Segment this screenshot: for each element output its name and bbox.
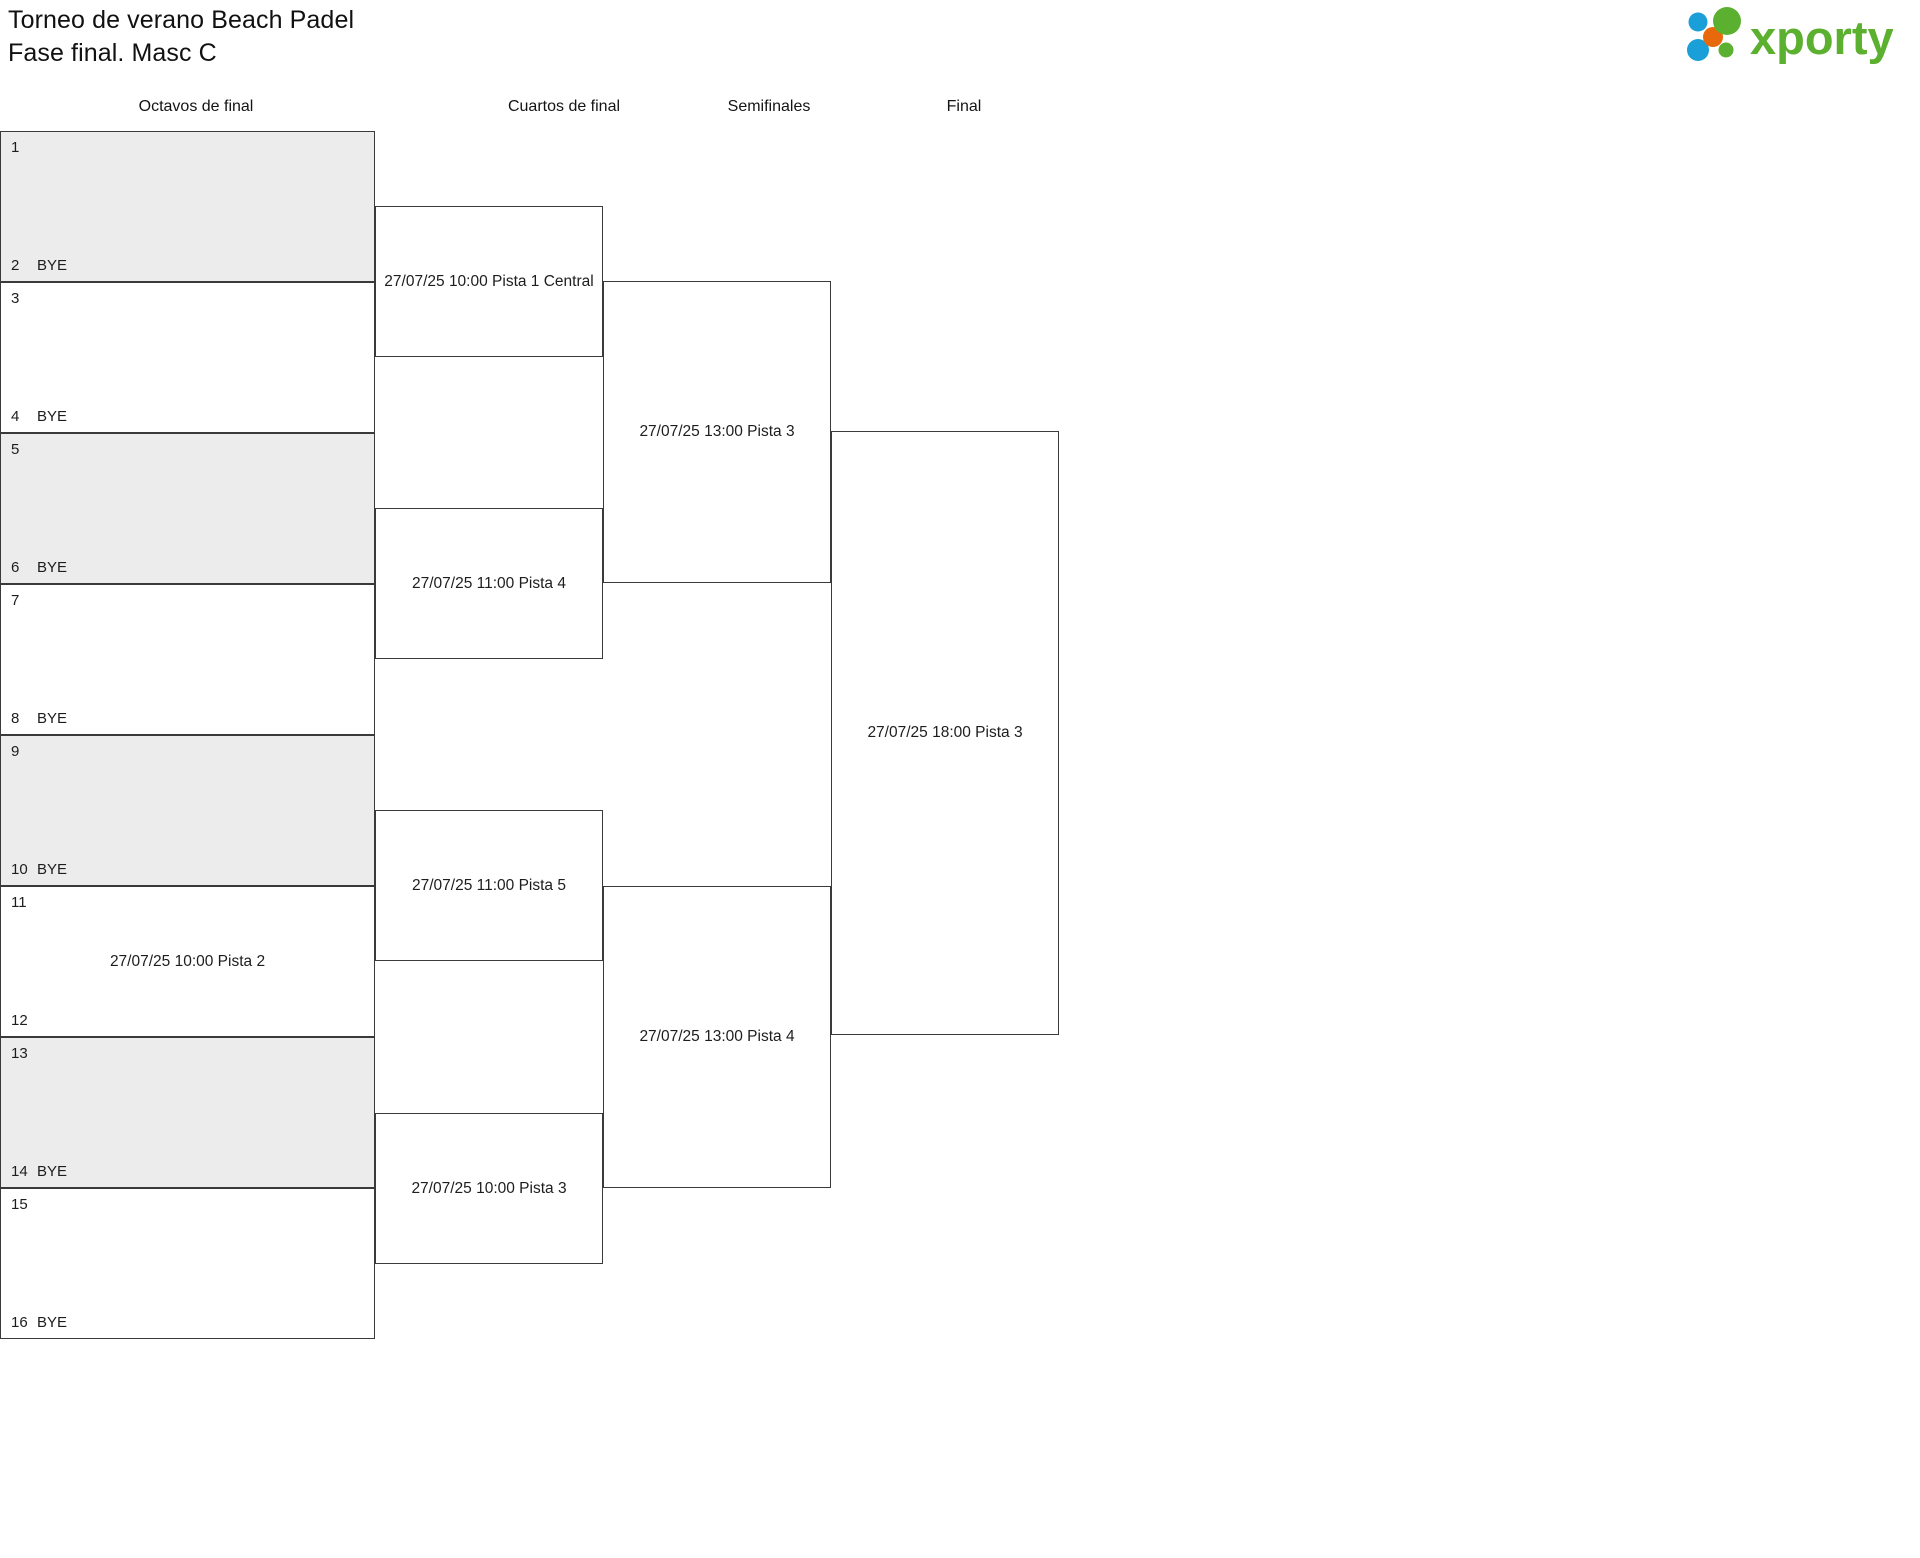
player-name: BYE xyxy=(37,257,68,274)
tournament-phase: Fase final. Masc C xyxy=(8,38,217,67)
page-title: Torneo de verano Beach Padel Fase final.… xyxy=(8,4,354,69)
r16-match-2[interactable]: 3 4 BYE xyxy=(0,282,375,433)
r16-match-5-slot-top: 9 xyxy=(11,743,37,760)
seed-number: 4 xyxy=(11,408,20,425)
qf-match-1-label: 27/07/25 10:00 Pista 1 Central xyxy=(384,272,594,290)
r16-match-8-slot-bottom: 16 BYE xyxy=(11,1314,67,1331)
r16-match-5[interactable]: 9 10 BYE xyxy=(0,735,375,886)
r16-match-5-slot-bottom: 10 BYE xyxy=(11,861,67,878)
r16-match-3-slot-top: 5 xyxy=(11,441,37,458)
qf-match-1[interactable]: 27/07/25 10:00 Pista 1 Central xyxy=(375,206,603,357)
r16-match-6[interactable]: 11 12 27/07/25 10:00 Pista 2 xyxy=(0,886,375,1037)
player-name: BYE xyxy=(37,861,68,878)
r16-match-1-slot-bottom: 2 BYE xyxy=(11,257,67,274)
r16-match-3[interactable]: 5 6 BYE xyxy=(0,433,375,584)
r16-match-8-slot-top: 15 xyxy=(11,1196,37,1213)
player-name: BYE xyxy=(37,1314,68,1331)
seed-number: 6 xyxy=(11,559,20,576)
sf-match-1[interactable]: 27/07/25 13:00 Pista 3 xyxy=(603,281,831,583)
seed-number: 9 xyxy=(11,743,20,760)
seed-number: 12 xyxy=(11,1012,28,1029)
r16-match-1-slot-top: 1 xyxy=(11,139,37,156)
seed-number: 10 xyxy=(11,861,28,878)
seed-number: 11 xyxy=(11,894,27,911)
player-name: BYE xyxy=(37,559,68,576)
sf-match-1-label: 27/07/25 13:00 Pista 3 xyxy=(639,423,795,440)
tournament-name: Torneo de verano Beach Padel xyxy=(8,6,355,34)
r16-match-4-slot-top: 7 xyxy=(11,592,37,609)
seed-number: 13 xyxy=(11,1045,28,1062)
player-name: BYE xyxy=(37,1163,68,1180)
player-name: BYE xyxy=(37,408,68,425)
r16-match-7-slot-bottom: 14 BYE xyxy=(11,1163,67,1180)
r16-match-7-slot-top: 13 xyxy=(11,1045,37,1062)
seed-number: 15 xyxy=(11,1196,28,1213)
qf-match-2-label: 27/07/25 11:00 Pista 4 xyxy=(412,574,566,592)
final-match-label: 27/07/25 18:00 Pista 3 xyxy=(867,724,1023,741)
round-header-final: Final xyxy=(946,98,982,115)
seed-number: 1 xyxy=(11,139,20,156)
seed-number: 16 xyxy=(11,1314,28,1331)
logo-wordmark: xporty xyxy=(1750,11,1894,64)
r16-match-7[interactable]: 13 14 BYE xyxy=(0,1037,375,1188)
r16-match-4-slot-bottom: 8 BYE xyxy=(11,710,67,727)
qf-match-4[interactable]: 27/07/25 10:00 Pista 3 xyxy=(375,1113,603,1264)
round-header-semifinales: Semifinales xyxy=(727,98,811,115)
sf-match-2-label: 27/07/25 13:00 Pista 4 xyxy=(639,1028,795,1045)
r16-match-1[interactable]: 1 2 BYE xyxy=(0,131,375,282)
r16-match-6-slot-bottom: 12 xyxy=(11,1012,37,1029)
seed-number: 5 xyxy=(11,441,20,458)
seed-number: 2 xyxy=(11,257,20,274)
seed-number: 7 xyxy=(11,592,20,609)
seed-number: 14 xyxy=(11,1163,28,1180)
round-header-octavos: Octavos de final xyxy=(138,98,254,115)
r16-match-4[interactable]: 7 8 BYE xyxy=(0,584,375,735)
round-header-cuartos: Cuartos de final xyxy=(507,98,621,115)
qf-match-3[interactable]: 27/07/25 11:00 Pista 5 xyxy=(375,810,603,961)
r16-match-2-slot-bottom: 4 BYE xyxy=(11,408,67,425)
seed-number: 3 xyxy=(11,290,20,307)
qf-match-3-label: 27/07/25 11:00 Pista 5 xyxy=(412,876,566,894)
final-match[interactable]: 27/07/25 18:00 Pista 3 xyxy=(831,431,1059,1035)
seed-number: 8 xyxy=(11,710,20,727)
player-name: BYE xyxy=(37,710,68,727)
r16-match-6-slot-top: 11 xyxy=(11,894,37,911)
logo-dots-icon xyxy=(1687,7,1741,61)
qf-match-4-label: 27/07/25 10:00 Pista 3 xyxy=(411,1179,567,1197)
r16-match-6-label: 27/07/25 10:00 Pista 2 xyxy=(109,952,266,970)
xporty-logo: xporty xyxy=(1684,6,1906,64)
svg-text:xporty: xporty xyxy=(1750,11,1894,64)
qf-match-2[interactable]: 27/07/25 11:00 Pista 4 xyxy=(375,508,603,659)
r16-match-3-slot-bottom: 6 BYE xyxy=(11,559,67,576)
sf-match-2[interactable]: 27/07/25 13:00 Pista 4 xyxy=(603,886,831,1188)
r16-match-8[interactable]: 15 16 BYE xyxy=(0,1188,375,1339)
r16-match-2-slot-top: 3 xyxy=(11,290,37,307)
